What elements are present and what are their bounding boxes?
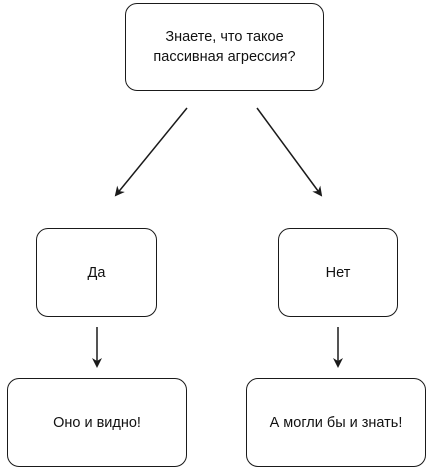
question-line-1: Знаете, что такое (165, 29, 284, 45)
yes-label: Да (87, 264, 106, 281)
no-result-node: А могли бы и знать! (246, 378, 426, 467)
yes-node: Да (36, 228, 157, 317)
yes-result-label: Оно и видно! (53, 414, 141, 431)
no-node: Нет (278, 228, 398, 317)
question-node: Знаете, что такое пассивная агрессия? (125, 3, 324, 91)
question-line-2: пассивная агрессия? (153, 49, 296, 65)
yes-result-node: Оно и видно! (7, 378, 187, 467)
edge-question-to-no (256, 107, 323, 197)
no-label: Нет (325, 264, 351, 281)
edge-question-to-yes (114, 107, 188, 197)
no-result-label: А могли бы и знать! (269, 414, 403, 431)
question-text: Знаете, что такое пассивная агрессия? (153, 27, 295, 67)
